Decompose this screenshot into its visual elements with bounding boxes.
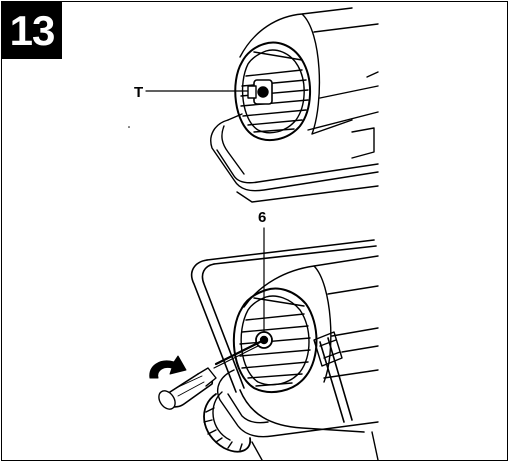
stray-dot xyxy=(128,126,130,128)
rotation-arrow-icon xyxy=(149,355,187,379)
label-6: 6 xyxy=(258,209,266,226)
upper-heater-body xyxy=(239,7,379,135)
side-bracket xyxy=(313,331,343,367)
upper-heater-view: T xyxy=(134,7,379,203)
carry-handle xyxy=(190,239,377,433)
screwdriver xyxy=(158,340,262,410)
lower-heater-view: 6 xyxy=(149,209,379,460)
lower-heater-base xyxy=(216,369,379,460)
upper-heater-base xyxy=(210,113,379,203)
fuel-hose-coil xyxy=(203,391,252,453)
heater-rear-grille xyxy=(232,287,318,393)
step-number-badge: 13 xyxy=(2,2,62,59)
adjustment-screw xyxy=(255,331,273,349)
label-t: T xyxy=(134,84,143,101)
upper-adjustment-screw xyxy=(247,79,273,105)
